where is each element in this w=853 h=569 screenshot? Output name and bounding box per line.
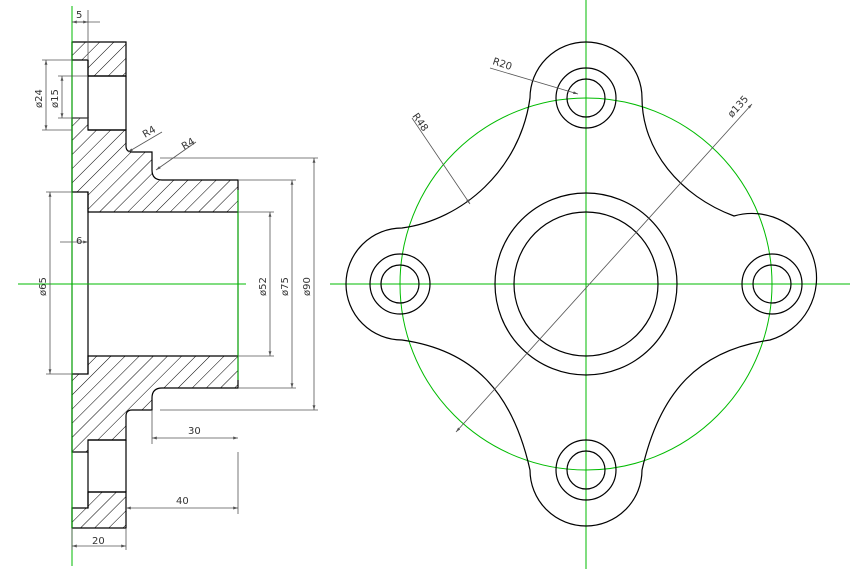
- flange-profile: [345, 41, 818, 527]
- dim-len-40: 40: [176, 496, 189, 507]
- section-centerlines: [18, 6, 246, 566]
- dim-width-20: 20: [92, 536, 105, 547]
- right-bolt-hole-inner: [752, 264, 792, 304]
- front-view: R20 R48 ø135: [330, 0, 850, 569]
- dim-lobe-radius: R20: [491, 56, 513, 73]
- section-dimension-labels: 5 ø24 ø15 R4 R4 6 ø65 ø52 ø75 ø90 30 40 …: [34, 10, 313, 547]
- section-dimensions: [42, 10, 318, 550]
- hatch-upper-body: [71, 117, 239, 213]
- dim-blend-radius: R48: [410, 111, 430, 133]
- bottom-bolt-hole-inner: [566, 450, 606, 490]
- dim-step-6: 6: [76, 236, 82, 247]
- dim-dia-65: ø65: [38, 277, 49, 296]
- pitch-circle: [399, 97, 773, 471]
- section-view: 5 ø24 ø15 R4 R4 6 ø65 ø52 ø75 ø90 30 40 …: [18, 6, 318, 566]
- left-bolt-hole-inner: [380, 264, 420, 304]
- dim-fillet-lower: R4: [180, 136, 197, 152]
- dim-dia-90: ø90: [302, 277, 313, 296]
- dim-fillet-upper: R4: [141, 124, 158, 140]
- bottom-bolt-hole-outer: [555, 439, 617, 501]
- left-bolt-hole-outer: [369, 253, 431, 315]
- front-centerlines: [330, 0, 850, 569]
- hatch-lower-flange-bottom: [71, 491, 127, 529]
- hatch-upper-flange-top: [71, 41, 127, 77]
- dim-top-offset: 5: [76, 10, 82, 21]
- section-hatch: [71, 41, 239, 529]
- section-outline: [71, 42, 239, 528]
- dim-len-30: 30: [188, 426, 201, 437]
- dim-dia-52: ø52: [258, 277, 269, 296]
- front-dimensions: [411, 67, 753, 433]
- dim-bore-15: ø15: [50, 89, 61, 108]
- dim-dia-75: ø75: [280, 277, 291, 296]
- dim-pitch-circle: ø135: [726, 94, 751, 120]
- dim-bore-24: ø24: [34, 89, 45, 108]
